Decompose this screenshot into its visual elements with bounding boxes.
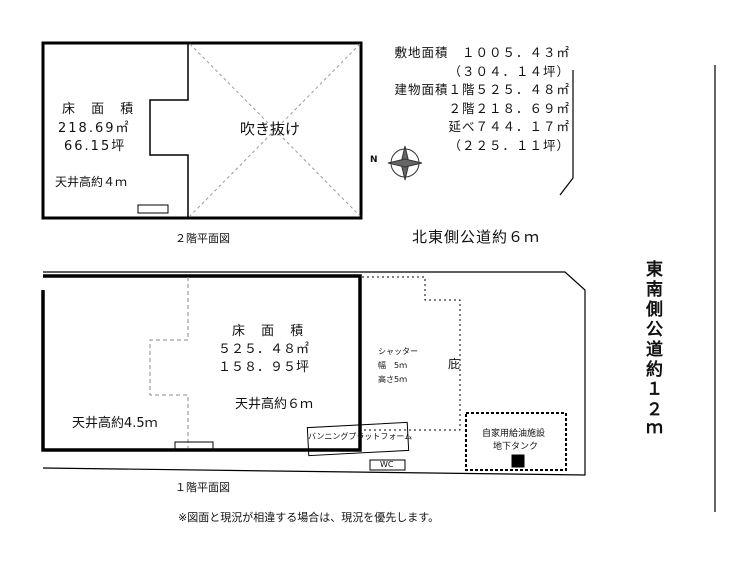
tank-label: 地下タンク bbox=[493, 442, 539, 452]
floor2-caption: ２階平面図 bbox=[175, 232, 230, 245]
floor2-ceiling: 天井高約４ｍ bbox=[55, 175, 128, 189]
floor2-area-tsubo: 66.15坪 bbox=[64, 139, 127, 154]
site-info-line: （３０４．１４坪） bbox=[448, 63, 570, 79]
disclaimer-note: ※図面と現況が相違する場合は、現況を優先します。 bbox=[178, 511, 440, 524]
compass-icon bbox=[387, 145, 423, 181]
site-info: 敷地面積 １００５．４３㎡ （３０４．１４坪） 建物面積１階５２５．４８㎡ ２階… bbox=[378, 44, 570, 155]
floor1-area-m2: ５２５．４８㎡ bbox=[218, 342, 310, 357]
site-boundary bbox=[42, 65, 716, 512]
floor1-area-label: 床 面 積 bbox=[232, 324, 310, 339]
floor2-outline bbox=[41, 41, 363, 220]
site-info-line: （２２５．１１坪） bbox=[448, 137, 570, 153]
floor2-area-label: 床 面 積 bbox=[62, 102, 140, 117]
shutter-title: シャッター bbox=[378, 347, 418, 356]
void-label: 吹き抜け bbox=[240, 120, 301, 138]
northeast-road: 北東側公道約６ｍ bbox=[412, 228, 541, 246]
site-info-line: 延べ７４４．１７㎡ bbox=[448, 119, 570, 134]
wc-label: WC bbox=[380, 460, 394, 469]
floor1-area-tsubo: １５８．９５坪 bbox=[218, 360, 310, 375]
north-label: N bbox=[370, 155, 378, 165]
floor1-caption: １階平面図 bbox=[175, 481, 230, 494]
canopy-label: 庇 bbox=[448, 357, 461, 371]
platform-label: バンニングプラットフォーム bbox=[308, 432, 413, 441]
southeast-road: 東南側公道約１２ｍ bbox=[642, 260, 662, 440]
shutter-height: 高さ5ｍ bbox=[378, 375, 408, 384]
shutter-width: 幅 5ｍ bbox=[378, 361, 408, 370]
site-info-line: 敷地面積 １００５．４３㎡ bbox=[394, 45, 570, 60]
floor1-ceiling-right: 天井高約６ｍ bbox=[235, 397, 314, 412]
site-info-line: 建物面積１階５２５．４８㎡ bbox=[394, 82, 570, 97]
fuel-facility-label: 自家用給油施設 bbox=[482, 429, 546, 439]
site-info-line: ２階２１８．６９㎡ bbox=[448, 100, 570, 116]
floor2-area-m2: 218.69㎡ bbox=[58, 121, 131, 136]
floor1-outline bbox=[41, 274, 567, 471]
floor1-ceiling-left: 天井高約4.5ｍ bbox=[72, 416, 158, 431]
